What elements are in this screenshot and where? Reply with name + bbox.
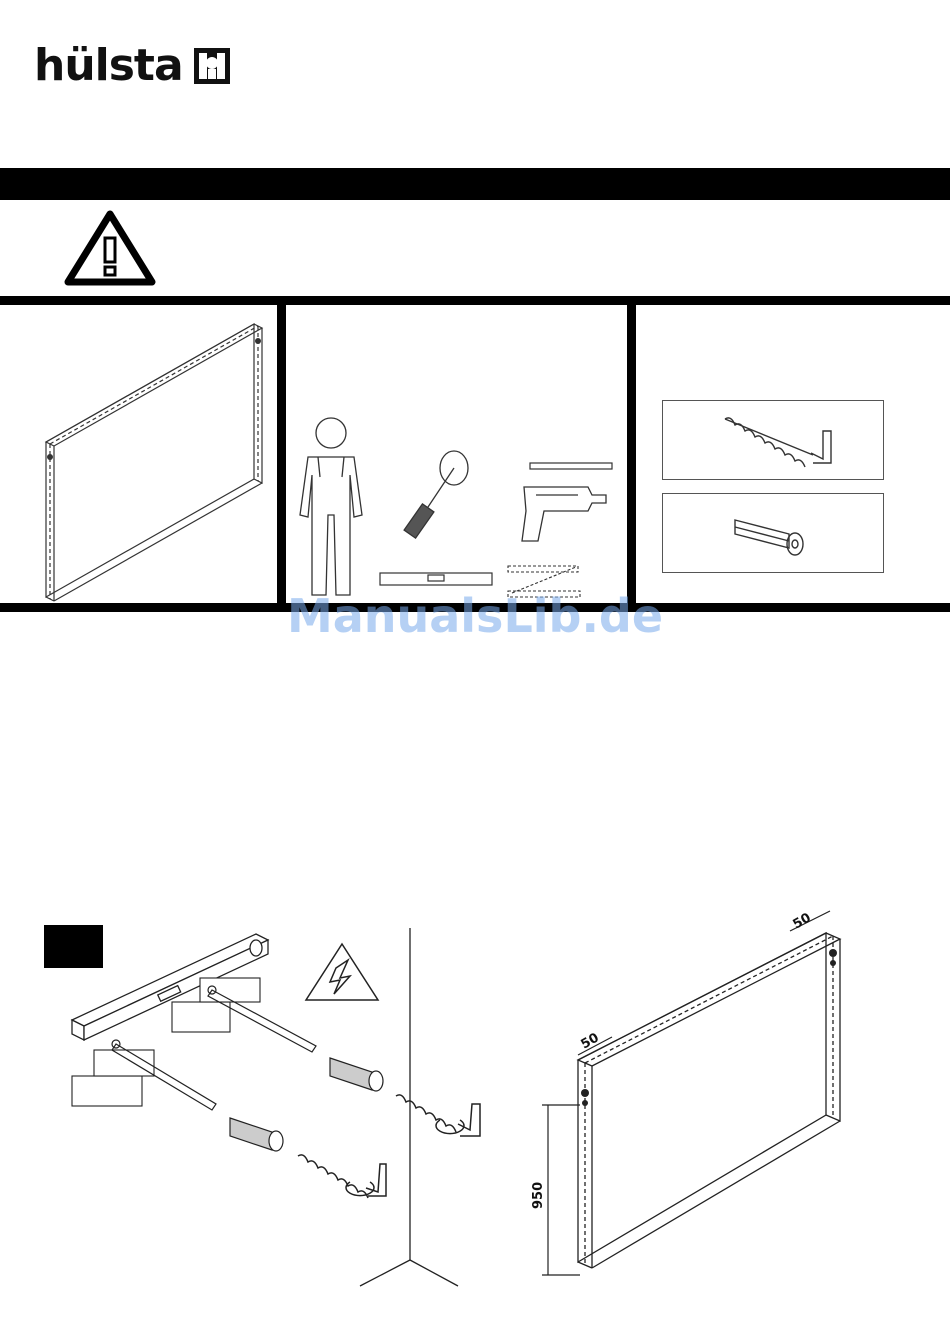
electrical-hazard-icon [306,944,378,1000]
spirit-level-icon [380,573,492,585]
panel-top-rule [0,296,950,305]
brand-logo: hülsta [34,44,231,88]
brand-name: hülsta [34,44,183,88]
watermark-text: ManualsLib.de [0,589,950,643]
wall-plug-icon [230,1058,383,1151]
drill-bit-icon [530,463,612,469]
header-band [0,168,950,200]
panel-dimension-illustration: 50 50 950 [520,905,890,1285]
tools-drawing [286,305,627,603]
wall-corner [360,928,458,1286]
power-drill-icon [522,487,606,541]
hook-screw-icon [663,401,883,479]
warning-triangle-icon [64,210,156,286]
hulsta-emblem-icon [193,47,231,85]
assembler-person-icon [300,418,362,595]
product-panel [0,305,277,603]
dimension-height: 950 [531,1182,546,1209]
hardware-panel [636,305,950,603]
hook-screw-box [662,400,884,480]
panel-divider-1 [277,305,286,603]
tools-panel [286,305,627,603]
wall-mounting-illustration [60,920,490,1290]
wall-plug-box [662,493,884,573]
hook-screw-icon [298,1095,480,1198]
screwdriver-icon [404,451,468,538]
wall-plug-icon [663,494,883,572]
panel-divider-2 [627,305,636,603]
hook-markers [581,949,837,1106]
wall-panel-icon [0,305,277,603]
wall-panel-icon [578,933,840,1268]
